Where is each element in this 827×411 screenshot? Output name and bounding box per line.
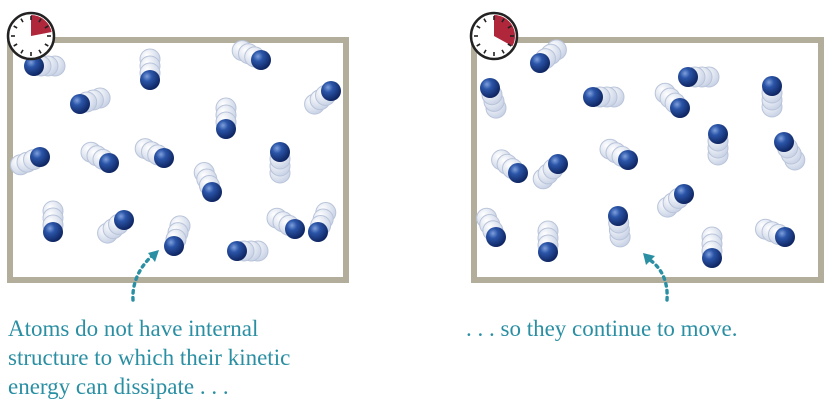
atom-sphere: [70, 94, 90, 114]
atom: [761, 76, 783, 118]
timer-icon: [469, 11, 519, 61]
atom-sphere: [216, 119, 236, 139]
atoms-group-right: [476, 39, 806, 268]
atom: [193, 162, 222, 202]
atom-sphere: [270, 142, 290, 162]
atom-sphere: [583, 87, 603, 107]
atom-sphere: [321, 81, 341, 101]
container-box-left: [6, 11, 349, 302]
atom: [599, 138, 638, 170]
timer-elapsed-sector: [494, 15, 515, 47]
atom: [269, 142, 291, 184]
atom: [774, 132, 806, 171]
atom-sphere: [670, 98, 690, 118]
atom: [24, 55, 66, 77]
atom: [266, 207, 305, 239]
atom-sphere: [480, 78, 500, 98]
atom: [215, 97, 237, 139]
atom-sphere: [164, 236, 184, 256]
atom: [491, 149, 528, 183]
atom: [654, 82, 690, 118]
atom: [537, 220, 559, 262]
container-box-right: [469, 11, 824, 302]
atom-sphere: [43, 222, 63, 242]
atom-sphere: [618, 150, 638, 170]
caption-line: structure to which their kinetic: [8, 345, 291, 370]
atom-sphere: [308, 222, 328, 242]
atom: [227, 240, 269, 262]
caption-line: energy can dissipate . . .: [8, 374, 229, 399]
atom: [304, 81, 341, 115]
atom-sphere: [30, 147, 50, 167]
atom: [530, 39, 567, 73]
atom-sphere: [762, 76, 782, 96]
atom: [80, 141, 119, 173]
atom-sphere: [202, 182, 222, 202]
atom-sphere: [508, 163, 528, 183]
atom-sphere: [674, 184, 694, 204]
dotted-arrow-right: [643, 253, 669, 302]
timer-icon: [6, 11, 56, 61]
caption-left: Atoms do not have internal structure to …: [8, 314, 290, 401]
atom: [139, 48, 161, 90]
atom-sphere: [530, 53, 550, 73]
atom: [10, 147, 50, 176]
caption-right: . . . so they continue to move.: [466, 314, 738, 343]
caption-line: Atoms do not have internal: [8, 316, 259, 341]
atom-sphere: [99, 153, 119, 173]
atom-sphere: [154, 148, 174, 168]
atom: [476, 207, 506, 247]
timer-elapsed-sector: [31, 15, 52, 36]
atom-sphere: [251, 50, 271, 70]
atom-sphere: [140, 70, 160, 90]
atom-sphere: [114, 210, 134, 230]
atoms-group-left: [10, 40, 341, 262]
atom: [308, 202, 337, 242]
atom-sphere: [24, 56, 44, 76]
atom: [231, 40, 271, 70]
atom: [657, 184, 694, 218]
box-border: [471, 37, 824, 283]
atom-sphere: [678, 67, 698, 87]
atom: [70, 87, 111, 114]
caption-line: . . . so they continue to move.: [466, 316, 738, 341]
atom-sphere: [486, 227, 506, 247]
atom: [678, 66, 720, 88]
atom: [707, 124, 729, 166]
atom-sphere: [774, 132, 794, 152]
atom-sphere: [285, 219, 305, 239]
atom-sphere: [538, 242, 558, 262]
atom-sphere: [702, 248, 722, 268]
atom-sphere: [227, 241, 247, 261]
atom: [701, 226, 723, 268]
atom-sphere: [708, 124, 728, 144]
atom: [97, 210, 134, 244]
atom-sphere: [548, 154, 568, 174]
atom: [42, 200, 64, 242]
atom-sphere: [775, 227, 795, 247]
atom: [164, 215, 191, 256]
atom: [755, 218, 795, 247]
atom: [134, 138, 174, 168]
atom: [583, 86, 625, 108]
atom: [532, 154, 568, 190]
atom: [608, 206, 631, 248]
atom: [480, 78, 507, 119]
dotted-arrow-left: [131, 250, 159, 302]
atom-sphere: [608, 206, 628, 226]
